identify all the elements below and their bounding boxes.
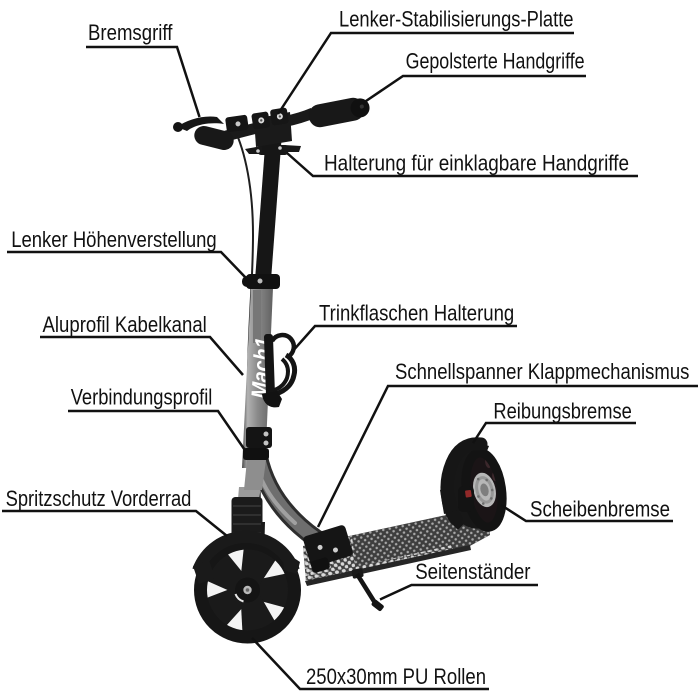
svg-text:Lenker-Stabilisierungs-Platte: Lenker-Stabilisierungs-Platte bbox=[339, 7, 574, 32]
svg-text:Reibungsbremse: Reibungsbremse bbox=[493, 398, 631, 423]
svg-text:Bremsgriff: Bremsgriff bbox=[88, 20, 173, 45]
svg-text:Lenker Höhenverstellung: Lenker Höhenverstellung bbox=[11, 227, 217, 252]
svg-text:250x30mm PU Rollen: 250x30mm PU Rollen bbox=[306, 664, 486, 689]
svg-text:Gepolsterte Handgriffe: Gepolsterte Handgriffe bbox=[406, 49, 585, 74]
svg-text:Spritzschutz Vorderrad: Spritzschutz Vorderrad bbox=[6, 486, 192, 511]
svg-text:Scheibenbremse: Scheibenbremse bbox=[530, 497, 670, 522]
svg-text:Seitenständer: Seitenständer bbox=[415, 559, 530, 584]
svg-text:Verbindungsprofil: Verbindungsprofil bbox=[71, 384, 213, 409]
svg-text:Aluprofil Kabelkanal: Aluprofil Kabelkanal bbox=[43, 312, 207, 337]
svg-text:Schnellspanner Klappmechanismu: Schnellspanner Klappmechanismus bbox=[395, 359, 689, 384]
svg-text:Halterung für einklagbare Hand: Halterung für einklagbare Handgriffe bbox=[324, 150, 629, 175]
svg-text:Trinkflaschen Halterung: Trinkflaschen Halterung bbox=[319, 301, 514, 326]
